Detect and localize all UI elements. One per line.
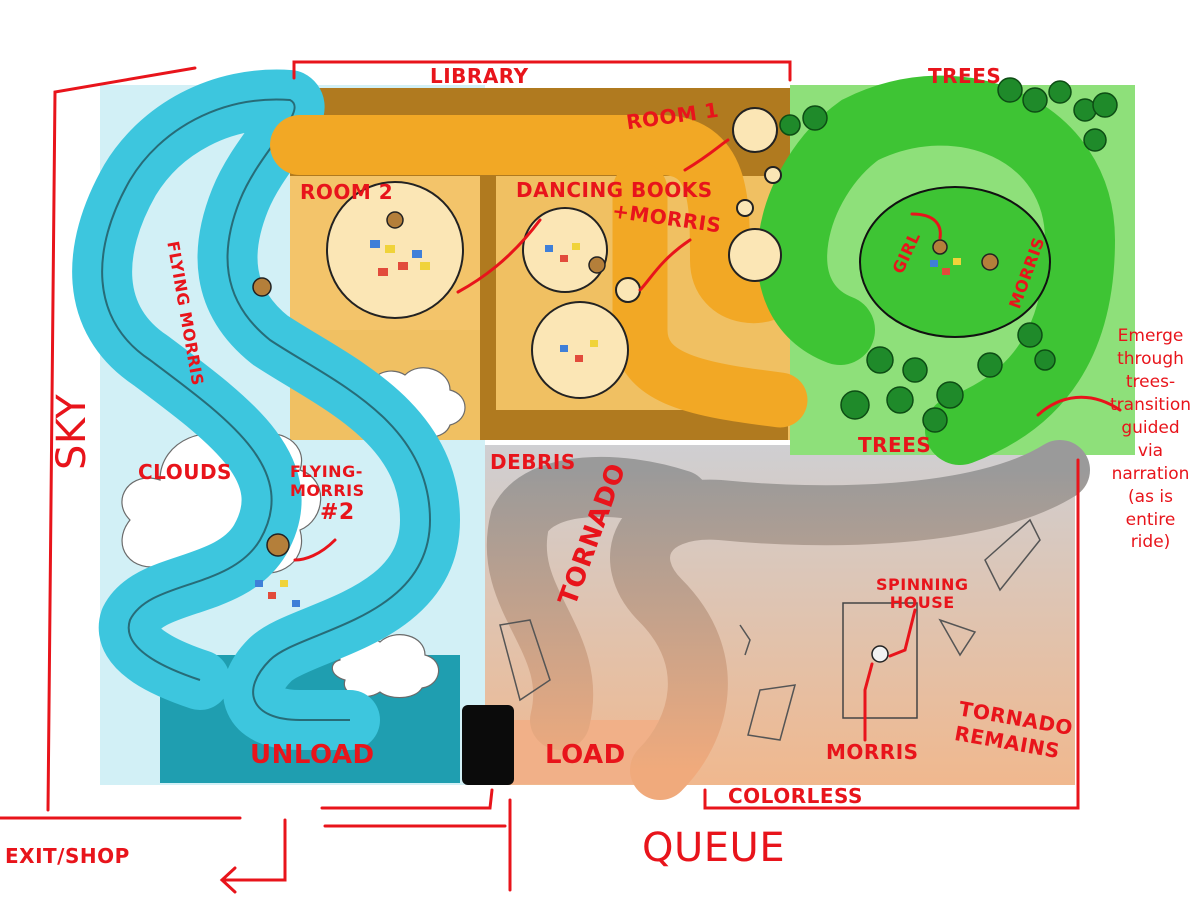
room1-turntable-f [736, 199, 754, 217]
room1-turntable-a [522, 207, 608, 293]
arrow-spinning-house [888, 608, 917, 658]
girl-forest [932, 239, 948, 255]
books-forest [930, 258, 961, 275]
flying-morris-2-line: MORRIS [290, 481, 365, 501]
room1-turntable-g [615, 277, 641, 303]
exit-line-3 [320, 788, 494, 810]
clouds-label: CLOUDS [138, 460, 232, 484]
spinning-house-label: SPINNING HOUSE [876, 576, 968, 611]
debris [499, 518, 1041, 741]
room-2-label: ROOM 2 [300, 180, 394, 204]
trees [779, 77, 1118, 433]
morris-house [871, 645, 889, 663]
trees-top-label: TREES [928, 64, 1002, 88]
sky-bracket [46, 66, 197, 812]
room1-turntable-e [764, 166, 782, 184]
books-room1 [545, 243, 598, 362]
emerge-note-line: narration [1111, 463, 1190, 484]
unload-label: UNLOAD [250, 740, 375, 770]
flying-morris-2-label: FLYING- MORRIS #2 [290, 462, 365, 527]
morris-house-label: MORRIS [826, 740, 919, 764]
spinning-house [842, 602, 918, 719]
morris-forest [981, 253, 999, 271]
book-clusters [255, 240, 961, 607]
library-bracket [292, 60, 792, 82]
library-track [270, 115, 810, 323]
books-sky [255, 580, 300, 607]
arrow-dancing-room1 [683, 138, 730, 172]
colorless-label: COLORLESS [728, 784, 863, 808]
dancing-books-label: DANCING BOOKS [516, 178, 713, 202]
library-track-lower [612, 162, 808, 428]
emerge-note-line: Emerge [1117, 326, 1184, 346]
emerge-note-line: (as is [1128, 486, 1173, 507]
load-label: LOAD [545, 740, 626, 770]
morris-figures [252, 211, 999, 663]
morris-room2 [386, 211, 404, 229]
books-room2 [370, 240, 430, 276]
morris-flying-2 [266, 533, 290, 557]
flying-morris-2-line: #2 [320, 500, 355, 526]
arrow-flying-morris-2 [293, 538, 337, 562]
arrow-morris-house [863, 662, 874, 742]
arrow-morris-turntable [638, 238, 692, 292]
flying-morris-2-line: FLYING- [290, 462, 363, 481]
arrow-girl [910, 212, 942, 240]
trees-bottom-label: TREES [858, 433, 932, 457]
load-tunnel [462, 705, 514, 785]
arrow-emerge [1036, 395, 1122, 417]
emerge-note-line: trees- [1125, 371, 1176, 392]
exit-shop-label: EXIT/SHOP [5, 844, 130, 868]
colorless-bracket [703, 458, 1080, 810]
queue-label: QUEUE [642, 825, 786, 871]
morris-room1 [588, 256, 606, 274]
emerge-note-line: guided [1121, 417, 1180, 438]
emerge-note-line: ride) [1130, 532, 1171, 553]
spinning-house-line: HOUSE [889, 592, 955, 612]
emerge-note: Emerge through trees- transition guided … [1108, 325, 1193, 554]
emerge-note-line: through [1117, 348, 1184, 369]
library-label: LIBRARY [430, 64, 529, 88]
room1-turntable-d [728, 228, 782, 282]
tornado-track [486, 440, 1090, 800]
emerge-note-line: entire [1125, 509, 1176, 530]
emerge-note-line: transition [1110, 394, 1191, 415]
debris-label: DEBRIS [490, 450, 576, 474]
exit-arrow [219, 818, 287, 894]
emerge-note-line: via [1137, 440, 1164, 461]
annotation-lines [0, 60, 1122, 894]
room1-turntable-c [732, 107, 778, 153]
sky-label: SKY [49, 393, 95, 470]
sky-track-edge [101, 98, 432, 721]
morris-flying [252, 277, 272, 297]
room1-turntable-b [531, 301, 629, 399]
spinning-house-line: SPINNING [876, 575, 969, 594]
library-wall-mid [480, 176, 496, 440]
arrow-dancing-room2 [456, 218, 542, 294]
